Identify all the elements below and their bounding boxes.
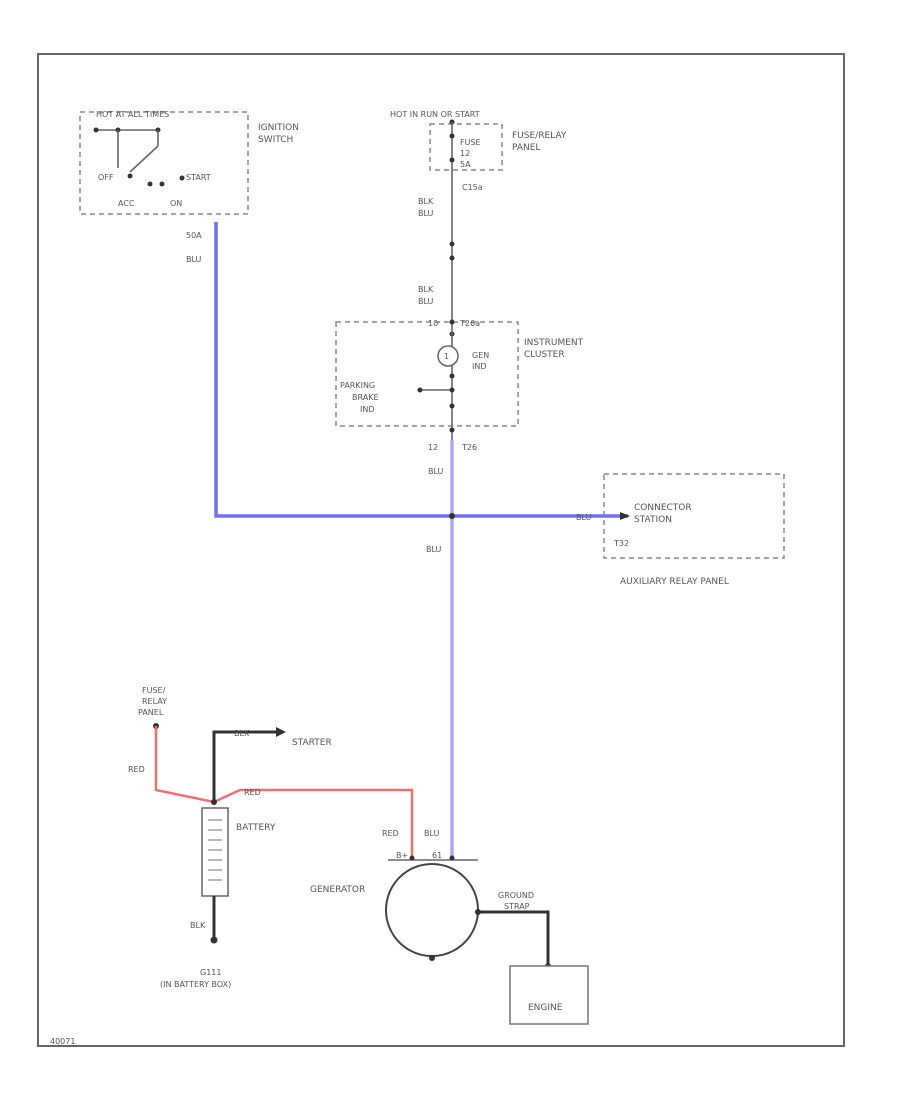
wire-label-2a: BLK xyxy=(418,285,434,294)
vertical-wire-label: BLU xyxy=(426,545,442,554)
battery-symbol xyxy=(201,807,229,897)
instrument-cluster: 10 T26a 1 GEN IND PARKING BRAKE IND INST… xyxy=(335,319,584,476)
ignition-off-label: OFF xyxy=(98,173,114,182)
red-wire-right-label: RED xyxy=(244,788,261,797)
cluster-pin-top-right: T26a xyxy=(459,319,480,328)
generator-symbol xyxy=(385,863,479,957)
fuse-relay-panel-label-2: PANEL xyxy=(512,143,540,153)
fuse-relay-label-3: PANEL xyxy=(138,708,164,717)
splice-dot xyxy=(449,513,455,519)
cluster-pin-bot-left: 12 xyxy=(428,443,438,452)
fuse-connector-label: C15a xyxy=(462,183,483,192)
ignition-switch-label-2: SWITCH xyxy=(258,135,293,145)
generator-label: GENERATOR xyxy=(310,885,365,895)
ignition-wire-label: BLU xyxy=(186,255,202,264)
connector-station: BLU CONNECTOR STATION T32 AUXILIARY RELA… xyxy=(576,473,785,587)
diagram-frame xyxy=(37,53,845,1047)
gen-indicator-lamp xyxy=(437,345,459,367)
fuse-label-1: FUSE xyxy=(460,138,481,147)
ground-wire-label: BLK xyxy=(190,921,206,930)
parking-brake-label-1: PARKING xyxy=(340,381,375,390)
generator-red-label: RED xyxy=(382,829,399,838)
connector-wire-label: BLU xyxy=(576,513,592,522)
starter-label: STARTER xyxy=(292,738,332,748)
starter-wire-label: BLK xyxy=(234,729,250,738)
ignition-switch: HOT AT ALL TIMES OFF START ACC ON IGNITI… xyxy=(79,110,299,264)
fuse-label-3: 5A xyxy=(460,160,471,169)
fuse-relay-panel-top: HOT IN RUN OR START FUSE 12 5A C15a FUSE… xyxy=(390,110,567,330)
cluster-pin-bot-right: T26 xyxy=(461,443,477,452)
instrument-cluster-label-1: INSTRUMENT xyxy=(524,338,584,348)
cluster-pin-top-left: 10 xyxy=(428,319,438,328)
gen-ind-label-2: IND xyxy=(472,362,487,371)
generator-pin-a: B+ xyxy=(396,851,408,860)
ignition-start-label: START xyxy=(186,173,211,182)
ground-strap-label-1: GROUND xyxy=(498,891,534,900)
ground-label-1: G111 xyxy=(200,968,221,977)
generator-blu-label: BLU xyxy=(424,829,440,838)
blu-wire-ignition xyxy=(214,222,452,518)
hot-in-run-label: HOT IN RUN OR START xyxy=(390,110,480,119)
red-wire-right xyxy=(213,788,414,858)
gen-ind-label-1: GEN xyxy=(472,351,489,360)
ignition-switch-label-1: IGNITION xyxy=(258,123,299,133)
ground-strap-label-2: STRAP xyxy=(504,902,530,911)
engine-label: ENGINE xyxy=(528,1003,563,1013)
generator: RED BLU B+ 61 GENERATOR GROUND STRAP ENG… xyxy=(310,829,589,1025)
ignition-on-label: ON xyxy=(170,199,182,208)
fuse-relay-label-1: FUSE/ xyxy=(142,686,166,695)
wire-label-1b: BLU xyxy=(418,209,434,218)
connector-station-label-2: STATION xyxy=(634,515,672,525)
parking-brake-label-2: BRAKE xyxy=(352,393,379,402)
battery-label: BATTERY xyxy=(236,823,276,833)
fuse-relay-label-2: RELAY xyxy=(142,697,167,706)
ignition-hot-label: HOT AT ALL TIMES xyxy=(96,110,169,119)
fuse-label-2: 12 xyxy=(460,149,470,158)
ground-label-2: (IN BATTERY BOX) xyxy=(160,980,231,989)
ignition-acc-label: ACC xyxy=(118,199,135,208)
instrument-cluster-label-2: CLUSTER xyxy=(524,350,565,360)
svg-text:1: 1 xyxy=(444,352,449,361)
starter-wire xyxy=(212,730,278,802)
cluster-wire-label: BLU xyxy=(428,467,444,476)
wire-label-1a: BLK xyxy=(418,197,434,206)
generator-pin-b: 61 xyxy=(432,851,442,860)
parking-brake-label-3: IND xyxy=(360,405,375,414)
fuse-relay-panel-label-1: FUSE/RELAY xyxy=(512,131,567,141)
ignition-terminal-label: 50A xyxy=(186,231,202,240)
connector-pin-label: T32 xyxy=(613,539,629,548)
battery-section: FUSE/ RELAY PANEL RED RED BLK STARTER BA… xyxy=(128,686,414,989)
engine-box xyxy=(509,965,589,1025)
wire-label-2b: BLU xyxy=(418,297,434,306)
connector-station-label-1: CONNECTOR xyxy=(634,503,692,513)
corner-id-label: 40071 xyxy=(50,1037,75,1046)
auxiliary-relay-panel-label: AUXILIARY RELAY PANEL xyxy=(620,577,729,587)
red-wire-left-label: RED xyxy=(128,765,145,774)
ground-strap-wire xyxy=(478,910,550,966)
red-wire-left xyxy=(154,726,215,804)
